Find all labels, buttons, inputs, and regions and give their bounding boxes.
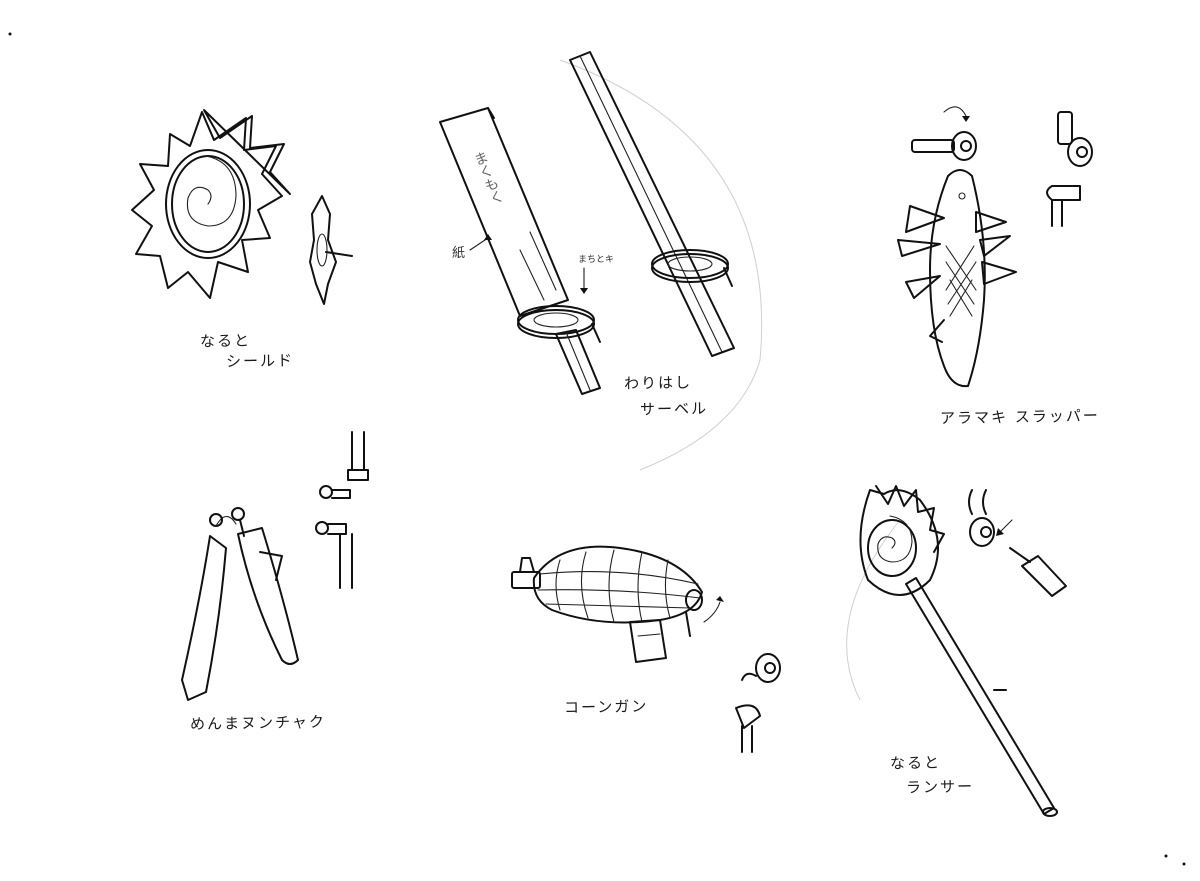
menma-nunchaku-label: めんまヌンチャク bbox=[189, 712, 327, 734]
waribashi-saber-note-small: まちとキ bbox=[578, 255, 615, 265]
waribashi-saber-label-line1: わりはし bbox=[623, 373, 693, 393]
paper-speck bbox=[8, 32, 12, 36]
naruto-lancer-drawing bbox=[859, 485, 1067, 817]
aramaki-slapper-label: アラマキ スラッパー bbox=[939, 406, 1100, 428]
waribashi-saber-drawing bbox=[439, 51, 735, 395]
menma-nunchaku-drawing bbox=[181, 431, 369, 701]
corn-gun-label: コーンガン bbox=[563, 697, 649, 717]
naruto-shield-label-line2: シールド bbox=[225, 351, 295, 371]
paper-speck bbox=[1182, 862, 1186, 866]
waribashi-saber-note-side: 紙 bbox=[452, 246, 466, 261]
naruto-lancer-label-line1: なると bbox=[889, 753, 942, 773]
waribashi-saber-label-line2: サーベル bbox=[639, 399, 709, 419]
corn-gun-drawing bbox=[511, 545, 781, 753]
aramaki-slapper-drawing bbox=[897, 106, 1093, 388]
paper-speck bbox=[1164, 854, 1168, 858]
naruto-shield-label-line1: なると bbox=[199, 331, 252, 351]
pencil-arc bbox=[559, 59, 763, 471]
naruto-lancer-label-line2: ランサー bbox=[905, 777, 975, 797]
naruto-shield-drawing bbox=[131, 109, 353, 305]
pencil-arc bbox=[846, 519, 901, 701]
